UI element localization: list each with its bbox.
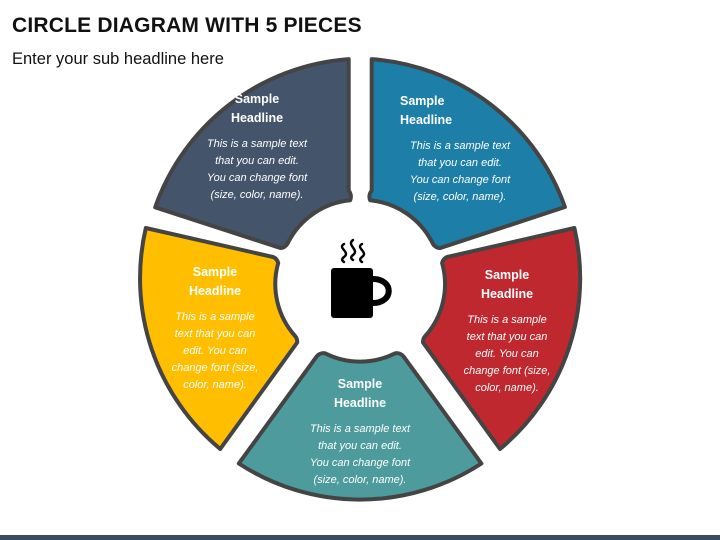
slide-title: CIRCLE DIAGRAM WITH 5 PIECES	[12, 14, 362, 37]
headline-line: Sample Headline	[230, 92, 284, 125]
body-text: This is a sample text that you can edit.…	[463, 314, 551, 394]
segment-text-left: Sample Headline This is a sample text th…	[152, 263, 278, 394]
segment-headline: Sample Headline	[152, 263, 278, 301]
segment-body-text: This is a sample text that you can edit.…	[386, 138, 534, 206]
slide-subtitle: Enter your sub headline here	[12, 50, 224, 68]
segment-body-text: This is a sample text that you can edit.…	[152, 309, 278, 394]
steam-line-left	[340, 242, 348, 264]
body-text: This is a sample text that you can edit.…	[409, 140, 511, 203]
segment-text-top-left: Sample Headline This is a sample text th…	[185, 90, 329, 204]
headline-line: Sample Headline	[400, 94, 453, 127]
segment-headline: Sample Headline	[386, 92, 534, 130]
headline-line: Sample Headline	[188, 265, 242, 298]
segment-body-text: This is a sample text that you can edit.…	[444, 312, 570, 397]
segments-group	[138, 57, 583, 502]
steam-line-right	[358, 242, 366, 264]
segment-top-left	[153, 57, 353, 250]
headline-line: Sample Headline	[333, 377, 387, 410]
segment-body-text: This is a sample text that you can edit.…	[285, 421, 435, 489]
segment-text-right: Sample Headline This is a sample text th…	[444, 266, 570, 397]
steam-line-middle	[349, 238, 357, 262]
body-text: This is a sample text that you can edit.…	[206, 138, 308, 201]
headline-line: Sample Headline	[480, 268, 534, 301]
segment-body-text: This is a sample text that you can edit.…	[185, 136, 329, 204]
segment-headline: Sample Headline	[185, 90, 329, 128]
segment-headline: Sample Headline	[285, 375, 435, 413]
segment-text-top-right: Sample Headline This is a sample text th…	[386, 92, 534, 206]
bottom-bar	[0, 535, 720, 540]
segment-right	[421, 226, 583, 451]
coffee-cup-icon	[331, 238, 392, 318]
body-text: This is a sample text that you can edit.…	[171, 311, 259, 391]
segment-headline: Sample Headline	[444, 266, 570, 304]
cup-body	[331, 268, 373, 318]
segment-left	[138, 226, 300, 451]
segment-top-right	[367, 57, 567, 251]
cup-handle	[372, 276, 392, 306]
segment-bottom	[236, 351, 484, 502]
body-text: This is a sample text that you can edit.…	[309, 423, 411, 486]
segment-text-bottom: Sample Headline This is a sample text th…	[285, 375, 435, 489]
